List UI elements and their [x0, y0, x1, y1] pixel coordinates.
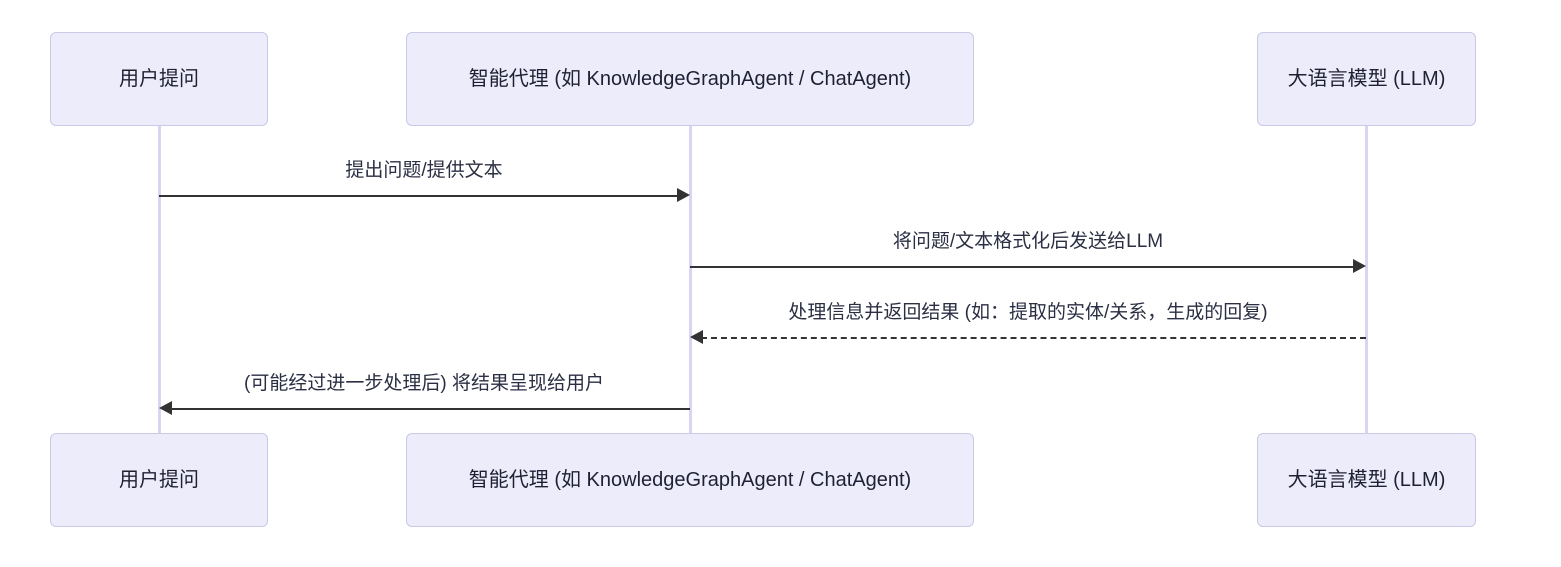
participant-box-user-top[interactable]: 用户提问 [50, 32, 268, 126]
participant-label-agent-top: 智能代理 (如 KnowledgeGraphAgent / ChatAgent) [468, 68, 912, 90]
message-line-3 [701, 337, 1366, 339]
participant-label-llm-bottom: 大语言模型 (LLM) [1287, 469, 1446, 491]
message-line-1 [159, 195, 679, 197]
participant-box-agent-bottom[interactable]: 智能代理 (如 KnowledgeGraphAgent / ChatAgent) [406, 433, 974, 527]
arrowhead-left-4 [159, 401, 172, 415]
message-line-4 [170, 408, 690, 410]
participant-label-agent-bottom: 智能代理 (如 KnowledgeGraphAgent / ChatAgent) [468, 469, 912, 491]
message-label-1: 提出问题/提供文本 [345, 160, 503, 181]
participant-label-llm-top: 大语言模型 (LLM) [1287, 68, 1446, 90]
lifeline-llm [1365, 126, 1368, 433]
participant-box-agent-top[interactable]: 智能代理 (如 KnowledgeGraphAgent / ChatAgent) [406, 32, 974, 126]
arrowhead-right-1 [677, 188, 690, 202]
participant-label-user-top: 用户提问 [119, 68, 199, 90]
participant-box-llm-top[interactable]: 大语言模型 (LLM) [1257, 32, 1476, 126]
arrowhead-left-3 [690, 330, 703, 344]
lifeline-user [158, 126, 161, 433]
participant-label-user-bottom: 用户提问 [119, 469, 199, 491]
message-label-2: 将问题/文本格式化后发送给LLM [892, 231, 1164, 252]
message-label-3: 处理信息并返回结果 (如：提取的实体/关系，生成的回复) [788, 302, 1268, 323]
participant-box-llm-bottom[interactable]: 大语言模型 (LLM) [1257, 433, 1476, 527]
message-label-4: (可能经过进一步处理后) 将结果呈现给用户 [244, 373, 604, 394]
message-line-2 [690, 266, 1355, 268]
arrowhead-right-2 [1353, 259, 1366, 273]
lifeline-agent [689, 126, 692, 433]
participant-box-user-bottom[interactable]: 用户提问 [50, 433, 268, 527]
